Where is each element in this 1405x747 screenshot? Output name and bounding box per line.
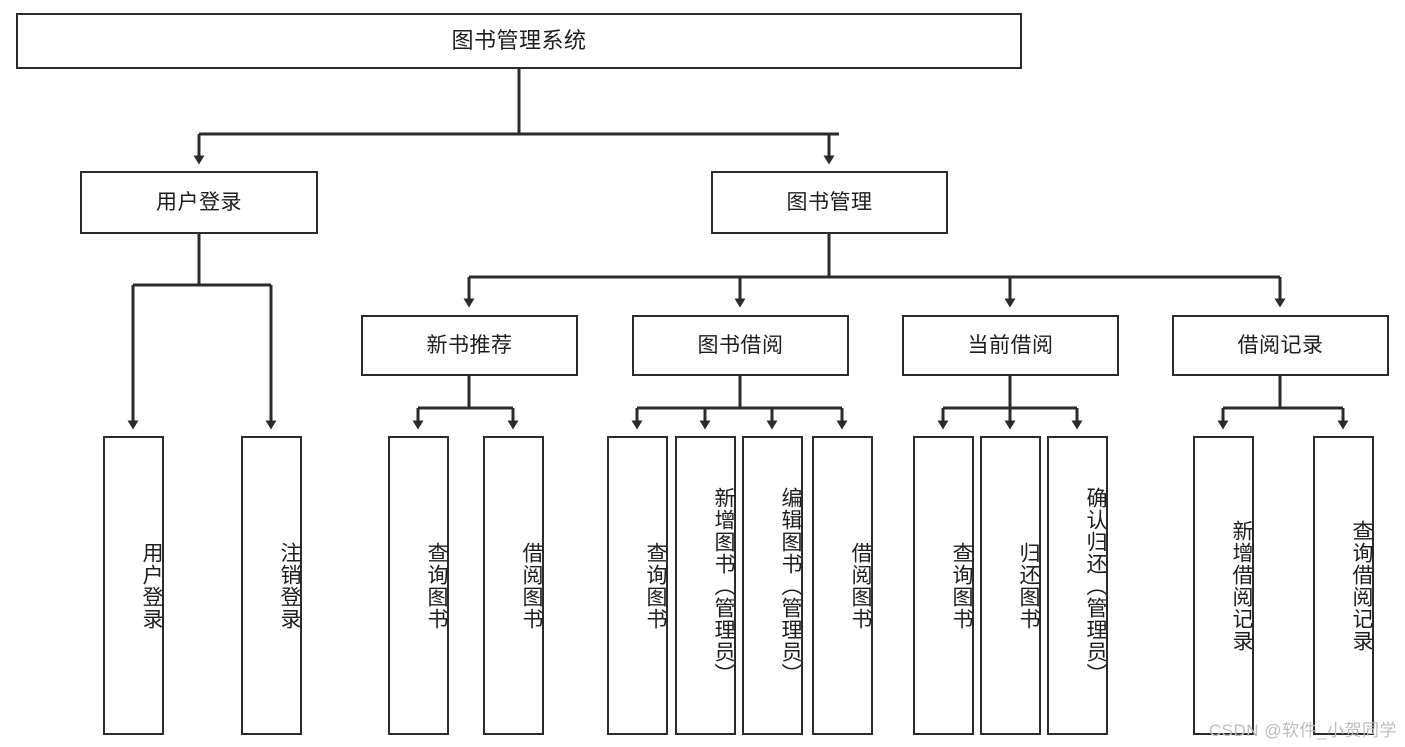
node-label: 归还图书	[1017, 541, 1040, 630]
node-leaf-return-book[interactable]: 归还图书	[980, 436, 1041, 735]
node-label: 编辑图书（管理员）	[779, 486, 802, 685]
node-label: 用户登录	[140, 541, 163, 630]
node-root-label: 图书管理系统	[451, 27, 587, 53]
node-leaf-query-book-recommend[interactable]: 查询图书	[388, 436, 449, 735]
node-label: 新增借阅记录	[1230, 519, 1253, 652]
node-label: 查询图书	[644, 541, 667, 630]
node-leaf-query-borrow-record[interactable]: 查询借阅记录	[1313, 436, 1374, 735]
node-label: 图书借阅	[697, 333, 784, 357]
node-label: 确认归还（管理员）	[1084, 486, 1107, 685]
node-leaf-add-borrow-record[interactable]: 新增借阅记录	[1193, 436, 1254, 735]
node-leaf-add-book-admin[interactable]: 新增图书（管理员）	[675, 436, 736, 735]
node-label: 用户登录	[156, 190, 242, 214]
node-label: 新增图书（管理员）	[712, 486, 735, 685]
node-label: 查询图书	[950, 541, 973, 630]
node-leaf-borrow-book[interactable]: 借阅图书	[812, 436, 873, 735]
node-label: 当前借阅	[967, 333, 1054, 357]
node-leaf-edit-book-admin[interactable]: 编辑图书（管理员）	[742, 436, 803, 735]
node-leaf-borrow-book-recommend[interactable]: 借阅图书	[483, 436, 544, 735]
node-leaf-user-login[interactable]: 用户登录	[103, 436, 164, 735]
node-level2-new-book-recommend[interactable]: 新书推荐	[361, 315, 578, 376]
node-leaf-logout[interactable]: 注销登录	[241, 436, 302, 735]
node-level2-borrow-record[interactable]: 借阅记录	[1172, 315, 1389, 376]
node-leaf-query-book-current[interactable]: 查询图书	[913, 436, 974, 735]
node-label: 借阅图书	[849, 541, 872, 630]
node-label: 借阅记录	[1237, 333, 1324, 357]
node-root[interactable]: 图书管理系统	[16, 13, 1022, 69]
node-label: 新书推荐	[426, 333, 513, 357]
node-leaf-confirm-return-admin[interactable]: 确认归还（管理员）	[1047, 436, 1108, 735]
watermark: CSDN @软件_小贺同学	[1208, 721, 1397, 740]
node-label: 查询图书	[425, 541, 448, 630]
node-label: 图书管理	[786, 190, 873, 214]
node-level1-book-management[interactable]: 图书管理	[711, 171, 948, 234]
node-level2-current-borrow[interactable]: 当前借阅	[902, 315, 1119, 376]
node-leaf-query-book-borrow[interactable]: 查询图书	[607, 436, 668, 735]
node-label: 注销登录	[278, 541, 301, 630]
node-level2-book-borrow[interactable]: 图书借阅	[632, 315, 849, 376]
node-label: 查询借阅记录	[1350, 519, 1373, 652]
node-level1-user-login[interactable]: 用户登录	[80, 171, 318, 234]
node-label: 借阅图书	[520, 541, 543, 630]
